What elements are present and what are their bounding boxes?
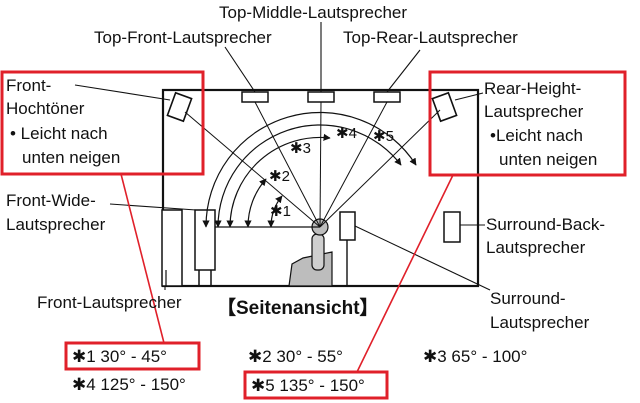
surround-back-speaker	[443, 211, 461, 243]
rear-height-label-1: Rear-Height-	[484, 79, 581, 98]
arc-1-label: ✱1	[270, 203, 291, 220]
view-title: 【Seitenansicht】	[217, 296, 379, 319]
front-wide-speaker	[194, 209, 216, 271]
angle-note-2: ✱2 30° - 55°	[248, 347, 343, 366]
arc-2-label: ✱2	[269, 168, 290, 185]
surround-back-label-1: Surround-Back-	[486, 215, 605, 234]
front-hochtoner-label-2: Hochtöner	[6, 99, 85, 118]
angle-1-highlight	[64, 341, 201, 371]
angle-note-3: ✱3 65° - 100°	[423, 347, 527, 366]
surround-speaker	[339, 211, 356, 241]
angle-note-5: ✱5 135° - 150°	[251, 376, 365, 395]
leader-front-wide	[109, 203, 197, 211]
arc-2	[244, 178, 267, 228]
top-front-speaker	[241, 91, 269, 103]
front-label: Front-Lautsprecher	[37, 293, 182, 312]
arc-3-label: ✱3	[290, 140, 311, 157]
top-front-label: Top-Front-Lautsprecher	[94, 28, 272, 47]
leader-top-rear	[386, 49, 421, 93]
leader-front-hochtoner	[74, 84, 171, 101]
arc-5-label: ✱5	[373, 128, 394, 145]
red-connector-front	[120, 173, 165, 344]
angle-note-4: ✱4 125° - 150°	[72, 375, 186, 394]
front-hochtoner-highlight	[0, 70, 205, 176]
leader-surround	[354, 225, 491, 291]
angle-5-highlight	[243, 370, 389, 400]
rear-height-speaker	[431, 91, 458, 123]
front-wide-label-1: Front-Wide-	[6, 191, 96, 210]
rear-height-label-2: Lautsprecher	[484, 102, 584, 121]
angle-line-top-middle	[319, 101, 322, 228]
rear-height-highlight	[428, 70, 627, 177]
red-connector-rear	[356, 174, 454, 373]
front-tilt-note-2: unten neigen	[22, 148, 120, 167]
listener-body	[311, 233, 325, 271]
front-wide-label-2: Lautsprecher	[6, 215, 106, 234]
arc-5	[202, 111, 417, 228]
top-middle-speaker	[307, 91, 335, 103]
front-speaker	[161, 209, 183, 287]
front-hochtoner-label-1: Front-	[6, 76, 51, 95]
rear-tilt-note-1: •Leicht nach	[490, 126, 583, 145]
angle-line-top-rear	[319, 101, 388, 228]
rear-tilt-note-2: unten neigen	[499, 150, 597, 169]
top-rear-label: Top-Rear-Lautsprecher	[343, 28, 518, 47]
top-rear-speaker	[373, 91, 401, 103]
surround-back-label-2: Lautsprecher	[486, 238, 586, 257]
arc-4-label: ✱4	[336, 125, 357, 142]
listener-chair	[288, 251, 333, 287]
leader-rear-height	[454, 92, 484, 101]
surround-label-1: Surround-	[490, 289, 566, 308]
surround-label-2: Lautsprecher	[490, 313, 590, 332]
angle-note-1: ✱1 30° - 45°	[72, 347, 167, 366]
top-middle-label: Top-Middle-Lautsprecher	[219, 3, 407, 22]
leader-top-front	[224, 46, 256, 93]
front-height-speaker	[166, 91, 193, 123]
front-tilt-note-1: • Leicht nach	[10, 124, 108, 143]
